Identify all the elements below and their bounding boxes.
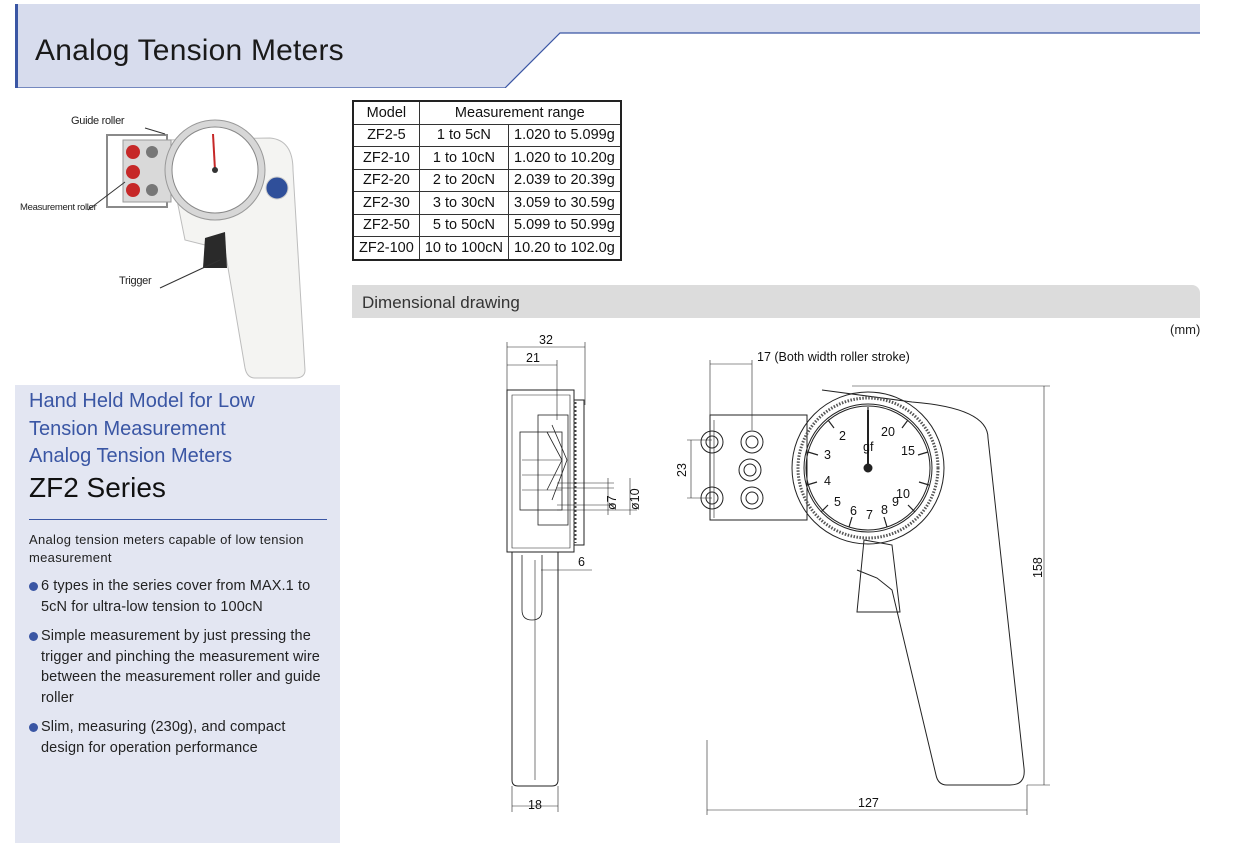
subtitle-line-2: Tension Measurement xyxy=(29,417,226,440)
range-cn-cell: 1 to 10cN xyxy=(418,146,510,170)
model-cell: ZF2-30 xyxy=(352,191,420,215)
feature-item: Simple measurement by just pressing the … xyxy=(29,626,329,708)
dial-numbers: 2 3 4 5 6 7 8 9 10 15 20 gf xyxy=(824,425,915,522)
dial-number: 7 xyxy=(866,508,873,522)
divider xyxy=(29,519,327,520)
product-panel: Guide roller Measurement roller Trigger … xyxy=(15,100,340,843)
table-header-row: Model Measurement range xyxy=(352,100,622,125)
col-range-header: Measurement range xyxy=(418,100,622,125)
product-intro: Analog tension meters capable of low ten… xyxy=(29,532,304,565)
dial-number: 9 xyxy=(892,495,899,509)
dial-number: 20 xyxy=(881,425,895,439)
dial-number: 4 xyxy=(824,474,831,488)
product-subtitle: Hand Held Model for Low Tension Measurem… xyxy=(29,388,319,471)
dim-32: 32 xyxy=(539,333,553,347)
range-g-cell: 5.099 to 50.99g xyxy=(508,213,622,237)
series-name: ZF2 Series xyxy=(29,472,166,503)
subtitle-line-3: Analog Tension Meters xyxy=(29,445,233,467)
dial-number: 8 xyxy=(881,503,888,517)
section-title: Dimensional drawing xyxy=(362,293,520,312)
unit-label: (mm) xyxy=(1170,322,1201,337)
range-cn-cell: 1 to 5cN xyxy=(418,123,510,147)
guide-roller-callout: Guide roller xyxy=(71,115,125,127)
feature-text: 6 types in the series cover from MAX.1 t… xyxy=(41,578,311,615)
dim-158: 158 xyxy=(1031,557,1045,578)
range-g-cell: 1.020 to 10.20g xyxy=(508,146,622,170)
range-g-cell: 3.059 to 30.59g xyxy=(508,191,622,215)
range-cn-cell: 3 to 30cN xyxy=(418,191,510,215)
measurement-roller-callout: Measurement roller xyxy=(20,202,97,213)
model-cell: ZF2-5 xyxy=(352,123,420,147)
dial-number: 5 xyxy=(834,495,841,509)
feature-text: Simple measurement by just pressing the … xyxy=(41,628,321,706)
product-photo: Guide roller Measurement roller Trigger xyxy=(15,100,340,385)
header-band xyxy=(15,4,1200,88)
dim-21: 21 xyxy=(526,351,540,365)
page-header: Analog Tension Meters xyxy=(15,4,1200,88)
model-cell: ZF2-50 xyxy=(352,213,420,237)
dial-unit: gf xyxy=(863,440,874,454)
bullet-icon xyxy=(29,632,38,641)
subtitle-line-1: Hand Held Model for Low xyxy=(29,390,255,412)
dim-23: 23 xyxy=(675,463,689,477)
col-model-header: Model xyxy=(352,100,420,125)
tension-meter-illustration xyxy=(87,119,306,379)
feature-item: 6 types in the series cover from MAX.1 t… xyxy=(29,576,329,617)
dimensional-drawing: 2 3 4 5 6 7 8 9 10 15 20 gf 32 21 6 18 ø… xyxy=(506,333,1050,815)
bullet-icon xyxy=(29,723,38,732)
model-cell: ZF2-100 xyxy=(352,236,420,260)
model-cell: ZF2-20 xyxy=(352,168,420,192)
dim-phi7: ø7 xyxy=(605,495,619,510)
dim-127: 127 xyxy=(858,796,879,810)
dial-number: 3 xyxy=(824,448,831,462)
dim-phi10: ø10 xyxy=(628,488,642,510)
range-g-cell: 10.20 to 102.0g xyxy=(508,236,622,260)
range-cn-cell: 10 to 100cN xyxy=(418,236,510,260)
dim-6: 6 xyxy=(578,555,585,569)
section-header: Dimensional drawing xyxy=(352,285,1200,318)
range-cn-cell: 2 to 20cN xyxy=(418,168,510,192)
range-cn-cell: 5 to 50cN xyxy=(418,213,510,237)
range-g-cell: 1.020 to 5.099g xyxy=(508,123,622,147)
feature-list: 6 types in the series cover from MAX.1 t… xyxy=(29,576,329,767)
dim-17: 17 (Both width roller stroke) xyxy=(757,350,910,364)
feature-item: Slim, measuring (230g), and compact desi… xyxy=(29,717,329,758)
dial-number: 10 xyxy=(896,487,910,501)
dial-ticks xyxy=(806,407,930,528)
trigger-callout: Trigger xyxy=(119,275,152,287)
dial-number: 2 xyxy=(839,429,846,443)
page-title: Analog Tension Meters xyxy=(35,34,344,67)
range-g-cell: 2.039 to 20.39g xyxy=(508,168,622,192)
model-cell: ZF2-10 xyxy=(352,146,420,170)
bullet-icon xyxy=(29,582,38,591)
dial-number: 6 xyxy=(850,504,857,518)
dim-18: 18 xyxy=(528,798,542,812)
dial-number: 15 xyxy=(901,444,915,458)
feature-text: Slim, measuring (230g), and compact desi… xyxy=(41,719,286,756)
